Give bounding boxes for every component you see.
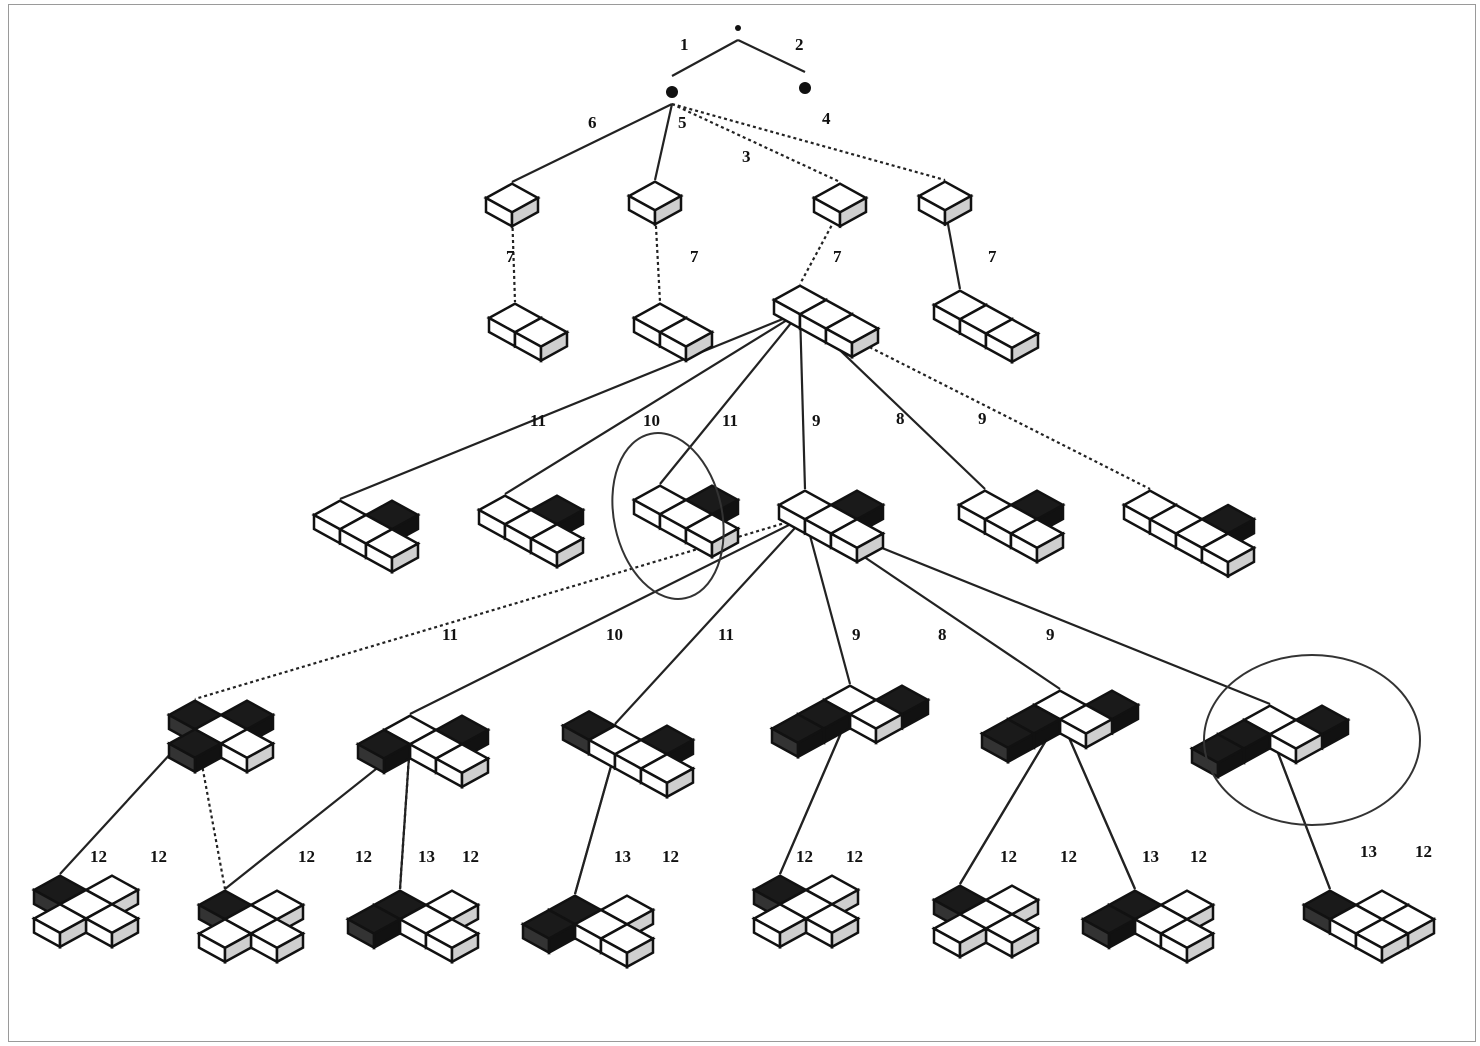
edge-label-5: 3 xyxy=(742,147,751,166)
edge-b3-c4-13 xyxy=(800,312,805,489)
node-b4 xyxy=(934,291,1038,362)
edge-label-9: 7 xyxy=(988,247,997,266)
node-d3 xyxy=(563,711,693,797)
edge-label-26: 13 xyxy=(418,847,435,866)
node-e8 xyxy=(1304,891,1434,962)
edge-label-7: 7 xyxy=(690,247,699,266)
edge-label-21: 9 xyxy=(1046,625,1055,644)
edge-label-16: 11 xyxy=(442,625,458,644)
node-d1 xyxy=(169,701,273,772)
edge-label-10: 11 xyxy=(530,411,546,430)
node-a4 xyxy=(919,182,971,225)
node-root xyxy=(735,25,741,31)
edge-d3-e4-29 xyxy=(575,752,615,894)
edge-label-0: 1 xyxy=(680,35,689,54)
node-b3 xyxy=(774,286,878,357)
node-c6 xyxy=(1124,491,1254,577)
edge-label-11: 10 xyxy=(643,411,660,430)
edge-label-24: 12 xyxy=(298,847,315,866)
edge-label-2: 6 xyxy=(588,113,597,132)
node-d2 xyxy=(358,716,488,787)
edge-label-14: 8 xyxy=(896,409,905,428)
edge-label-34: 13 xyxy=(1142,847,1159,866)
node-d5 xyxy=(982,691,1138,762)
edge-n1-a4-4 xyxy=(672,104,945,180)
node-a3 xyxy=(814,184,866,227)
node-e6 xyxy=(934,886,1038,957)
node-e3 xyxy=(348,891,478,962)
edge-c4-d2-17 xyxy=(410,517,805,714)
tree-nodes xyxy=(34,25,1434,967)
node-e5 xyxy=(754,876,858,947)
edge-n1-a3-5 xyxy=(672,104,840,182)
edge-label-18: 11 xyxy=(718,625,734,644)
edge-label-15: 9 xyxy=(978,409,987,428)
edge-label-31: 12 xyxy=(846,847,863,866)
node-a3-cube-0 xyxy=(814,184,866,227)
node-n2 xyxy=(799,82,811,94)
node-c2 xyxy=(479,496,583,567)
edge-label-30: 12 xyxy=(796,847,813,866)
node-a2-cube-0 xyxy=(629,182,681,225)
edge-label-3: 5 xyxy=(678,113,687,132)
edge-label-17: 10 xyxy=(606,625,623,644)
edge-label-1: 2 xyxy=(795,35,804,54)
edge-label-29: 12 xyxy=(662,847,679,866)
edge-label-19: 9 xyxy=(852,625,861,644)
node-n1 xyxy=(666,86,678,98)
edge-label-33: 12 xyxy=(1060,847,1077,866)
node-a2 xyxy=(629,182,681,225)
node-a1-cube-0 xyxy=(486,184,538,227)
node-d4 xyxy=(772,686,928,757)
edge-label-28: 13 xyxy=(614,847,631,866)
edge-label-27: 12 xyxy=(462,847,479,866)
edge-n1-a2-3 xyxy=(655,104,672,180)
node-e1 xyxy=(34,876,138,947)
edge-label-36: 13 xyxy=(1360,842,1377,861)
node-b1 xyxy=(489,304,567,361)
node-c4 xyxy=(779,491,883,562)
edge-label-35: 12 xyxy=(1190,847,1207,866)
edge-label-23: 12 xyxy=(150,847,167,866)
node-d6 xyxy=(1192,706,1348,777)
node-e2 xyxy=(199,891,303,962)
node-a4-cube-0 xyxy=(919,182,971,225)
edge-label-22: 12 xyxy=(90,847,107,866)
edge-b3-c1-10 xyxy=(340,312,800,499)
node-c1 xyxy=(314,501,418,572)
edge-label-4: 4 xyxy=(822,109,831,128)
edge-label-6: 7 xyxy=(506,247,515,266)
node-a1 xyxy=(486,184,538,227)
node-e4 xyxy=(523,896,653,967)
node-c5 xyxy=(959,491,1063,562)
edge-label-8: 7 xyxy=(833,247,842,266)
edge-label-12: 11 xyxy=(722,411,738,430)
node-e7 xyxy=(1083,891,1213,962)
edge-label-37: 12 xyxy=(1415,842,1432,861)
edge-label-20: 8 xyxy=(938,625,947,644)
edge-label-25: 12 xyxy=(355,847,372,866)
edge-label-13: 9 xyxy=(812,411,821,430)
node-b2 xyxy=(634,304,712,361)
edge-label-32: 12 xyxy=(1000,847,1017,866)
